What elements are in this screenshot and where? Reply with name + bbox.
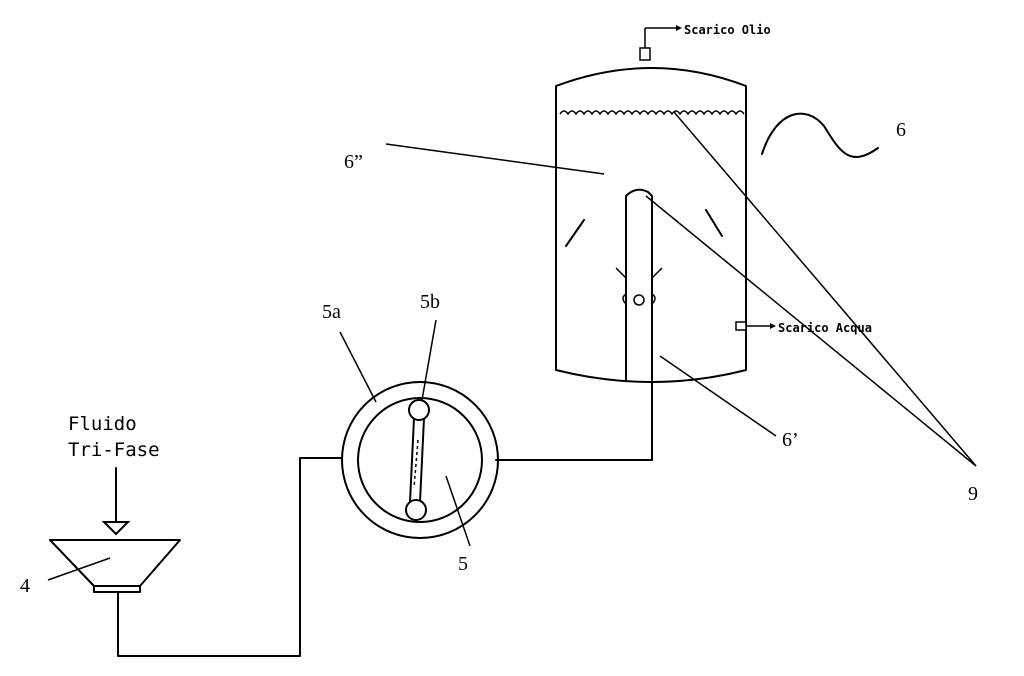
leader-line-5 — [445, 475, 471, 547]
interface-line — [559, 110, 745, 116]
ref-label-9: 9 — [968, 483, 978, 505]
leader-line-5b — [421, 319, 437, 401]
baffle-right — [705, 209, 723, 237]
hopper-4 — [49, 539, 181, 593]
ref-label-5b: 5b — [420, 291, 440, 313]
fluid-label-line1: Fluido — [68, 413, 137, 435]
leader-line-5a — [339, 331, 377, 403]
pipe-hopper-to-pump — [117, 457, 343, 657]
ref-label-5a: 5a — [322, 301, 341, 323]
reference-squiggle-6 — [761, 112, 879, 158]
fluid-label-line2: Tri-Fase — [68, 439, 160, 461]
ref-label-6-prime: 6’ — [782, 429, 799, 451]
ref-label-4: 4 — [20, 575, 30, 597]
diffuser-tube — [625, 188, 653, 381]
separator-tank-6 — [555, 25, 776, 383]
ref-label-6: 6 — [896, 119, 906, 141]
pump-5 — [341, 381, 499, 539]
leader-line-9-b — [645, 195, 977, 467]
ref-label-6-double-prime: 6” — [344, 151, 363, 173]
pipe-pump-to-tank — [495, 381, 653, 461]
baffle-left — [565, 219, 585, 247]
oil-discharge-nozzle — [639, 47, 651, 61]
oil-discharge-label: Scarico Olio — [684, 23, 771, 37]
leader-line-9-a — [673, 111, 977, 467]
water-discharge-label: Scarico Acqua — [778, 321, 872, 335]
leader-line-4 — [47, 557, 111, 581]
inlet-arrow — [101, 467, 131, 536]
water-discharge-nozzle — [735, 321, 747, 331]
ref-label-5: 5 — [458, 553, 468, 575]
rotor-ball-top — [408, 399, 430, 421]
leader-line-6-double-prime — [385, 143, 605, 175]
leader-line-6-prime — [659, 355, 777, 437]
rotor-ball-bottom — [405, 499, 427, 521]
